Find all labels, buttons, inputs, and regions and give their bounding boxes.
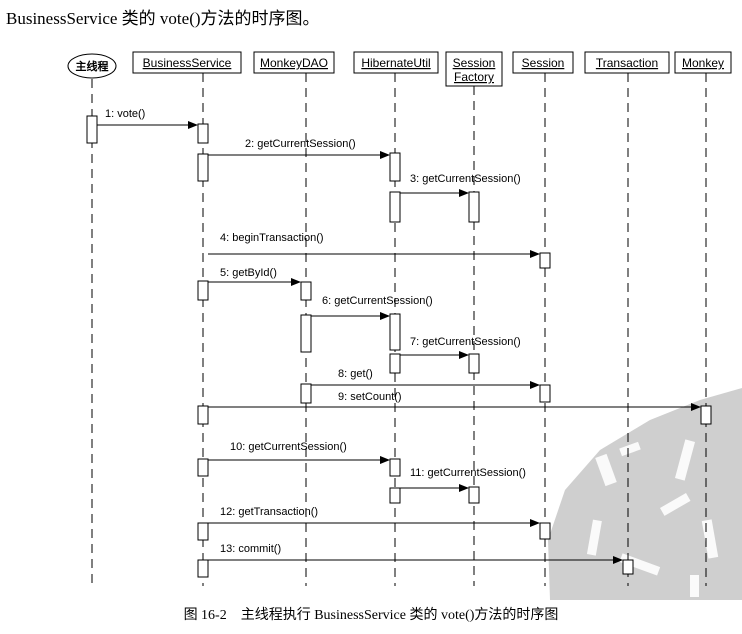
message-2: 2: getCurrentSession() [208,138,390,159]
participant-label: Session [453,56,496,70]
participant-sess: Session [512,51,574,74]
message-5: 5: getById() [208,267,301,286]
participant-label: Factory [454,70,494,84]
participant-label: BusinessService [143,56,232,70]
message-10: 10: getCurrentSession() [208,441,390,464]
message-11: 11: getCurrentSession() [400,467,526,492]
participant-mk: Monkey [674,51,732,74]
message-13: 13: commit() [208,543,623,564]
message-8: 8: get() [311,368,540,389]
activation-bar-mk [700,405,712,425]
activation-bar-dao [300,383,312,404]
message-1: 1: vote() [97,108,198,129]
activation-bar-bs [197,405,209,425]
activation-bar-sess [539,384,551,403]
message-label: 3: getCurrentSession() [410,173,521,185]
message-7: 7: getCurrentSession() [400,336,521,359]
message-label: 10: getCurrentSession() [230,441,347,453]
message-label: 8: get() [338,368,373,380]
arrowhead [380,312,390,320]
message-label: 6: getCurrentSession() [322,295,433,307]
arrowhead [459,484,469,492]
activation-bar-main [86,115,98,144]
activation-bar-hu [389,191,401,223]
activation-bar-sf [468,191,480,223]
figure-caption: 图 16-2 主线程执行 BusinessService 类的 vote()方法… [183,608,559,623]
message-label: 7: getCurrentSession() [410,336,521,348]
activation-bar-sess [539,252,551,269]
arrowhead [380,456,390,464]
participant-label: 主线程 [76,59,109,73]
activation-bar-bs [197,280,209,301]
participant-main: 主线程 [67,53,117,79]
activation-bar-bs [197,522,209,541]
message-6: 6: getCurrentSession() [311,295,433,320]
participant-label: Transaction [596,56,658,70]
arrowhead [291,278,301,286]
message-9: 9: setCount() [208,391,701,411]
arrowhead [459,189,469,197]
arrowhead [613,556,623,564]
activation-bar-bs [197,123,209,144]
activation-bar-bs [197,559,209,578]
message-label: 9: setCount() [338,391,402,403]
arrowhead [188,121,198,129]
participant-label: Session [522,56,565,70]
activation-bar-hu [389,353,401,374]
participant-bs: BusinessService [132,51,242,74]
activation-bar-dao [300,314,312,353]
participant-label: Monkey [682,56,724,70]
activation-bar-hu [389,458,401,477]
activation-bar-hu [389,313,401,351]
arrowhead [530,381,540,389]
arrowhead [380,151,390,159]
message-label: 11: getCurrentSession() [410,467,526,479]
activation-bar-sf [468,353,480,374]
activation-bar-dao [300,281,312,301]
activation-bar-sf [468,486,480,504]
arrowhead [459,351,469,359]
message-label: 2: getCurrentSession() [245,138,356,150]
message-label: 5: getById() [220,267,277,279]
arrowhead [691,403,701,411]
participant-tx: Transaction [584,51,670,74]
participant-dao: MonkeyDAO [253,51,335,74]
arrowhead [530,519,540,527]
arrowhead [530,250,540,258]
activation-bar-bs [197,153,209,182]
participant-label: HibernateUtil [361,56,430,70]
message-3: 3: getCurrentSession() [400,173,521,197]
page-heading: BusinessService 类的 vote()方法的时序图。 [6,9,320,28]
activation-bar-sess [539,522,551,540]
participant-hu: HibernateUtil [353,51,439,74]
message-label: 4: beginTransaction() [220,232,324,244]
activation-bar-hu [389,152,401,182]
message-12: 12: getTransaction() [208,506,540,527]
message-label: 12: getTransaction() [220,506,318,518]
sequence-diagram: 主线程 BusinessService MonkeyDAO HibernateUtil… [67,51,742,600]
message-label: 1: vote() [105,108,145,120]
message-label: 13: commit() [220,543,281,555]
activation-bar-bs [197,458,209,477]
activation-bar-hu [389,487,401,504]
watermark-seal [548,388,742,600]
activation-bar-tx [622,559,634,575]
participant-label: MonkeyDAO [260,56,328,70]
message-4: 4: beginTransaction() [208,232,540,258]
